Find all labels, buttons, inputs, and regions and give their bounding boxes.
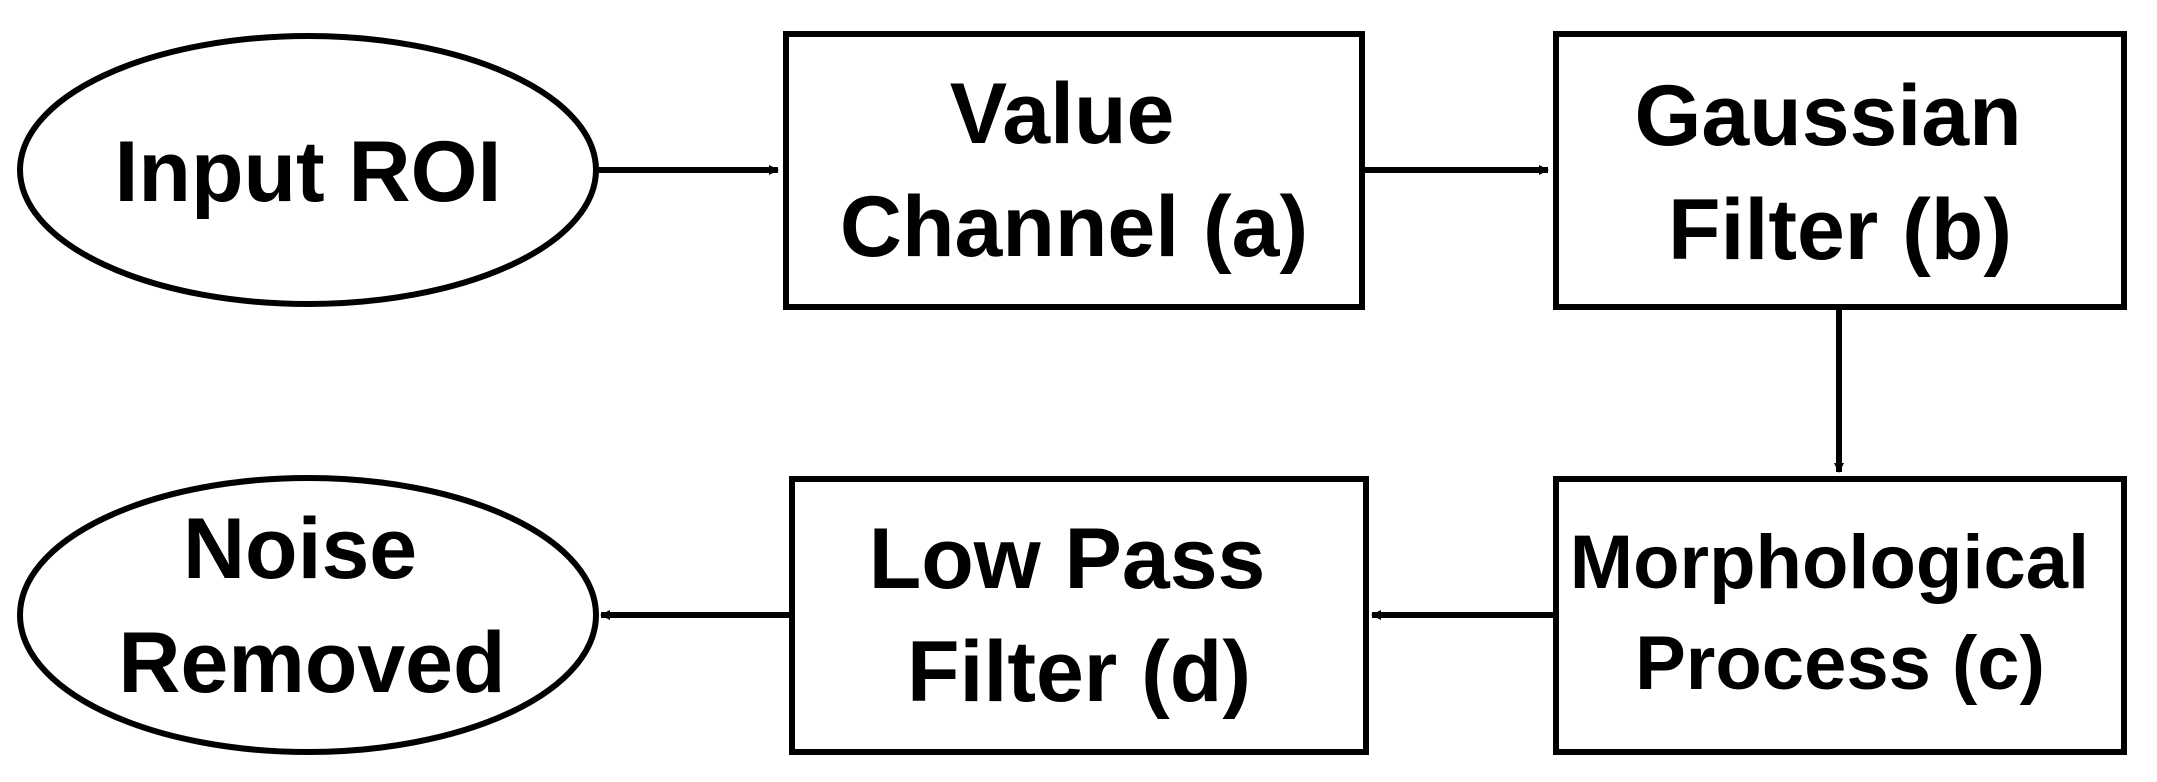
box-shape [1553, 476, 2127, 755]
node-input-roi-line-1: Input ROI [115, 124, 502, 220]
node-gaussian-filter-line-1: Gaussian [1634, 68, 2021, 164]
node-low-pass-filter: Low Pass Filter (d) [789, 476, 1369, 755]
node-input-roi-text: Input ROI [115, 124, 502, 220]
box-shape [789, 476, 1369, 755]
node-low-pass-filter-text: Low Pass Filter (d) [869, 511, 1290, 720]
node-morphological-process-line-1: Morphological [1570, 520, 2089, 605]
node-value-channel-line-2: Channel (a) [840, 179, 1308, 275]
node-gaussian-filter: Gaussian Filter (b) [1553, 31, 2127, 310]
node-noise-removed: Noise Removed [17, 475, 599, 755]
box-shape [1553, 31, 2127, 310]
node-morphological-process-text: Morphological Process (c) [1570, 520, 2110, 706]
node-value-channel: Value Channel (a) [783, 31, 1365, 310]
node-noise-removed-line-1: Noise [183, 501, 417, 597]
node-morphological-process: Morphological Process (c) [1553, 476, 2127, 755]
node-noise-removed-line-2: Removed [118, 615, 505, 711]
node-morphological-process-line-2: Process (c) [1635, 621, 2045, 706]
node-value-channel-text: Value Channel (a) [840, 66, 1308, 275]
node-low-pass-filter-line-2: Filter (d) [907, 624, 1251, 720]
ellipse-shape [17, 33, 599, 307]
connectors [596, 165, 1844, 620]
box-shape [783, 31, 1365, 310]
node-low-pass-filter-line-1: Low Pass [869, 511, 1266, 607]
node-gaussian-filter-text: Gaussian Filter (b) [1634, 68, 2045, 278]
node-gaussian-filter-line-2: Filter (b) [1668, 182, 2012, 278]
node-noise-removed-text: Noise Removed [118, 501, 505, 711]
node-value-channel-line-1: Value [950, 66, 1175, 162]
node-input-roi: Input ROI [17, 33, 599, 307]
ellipse-shape [17, 475, 599, 755]
